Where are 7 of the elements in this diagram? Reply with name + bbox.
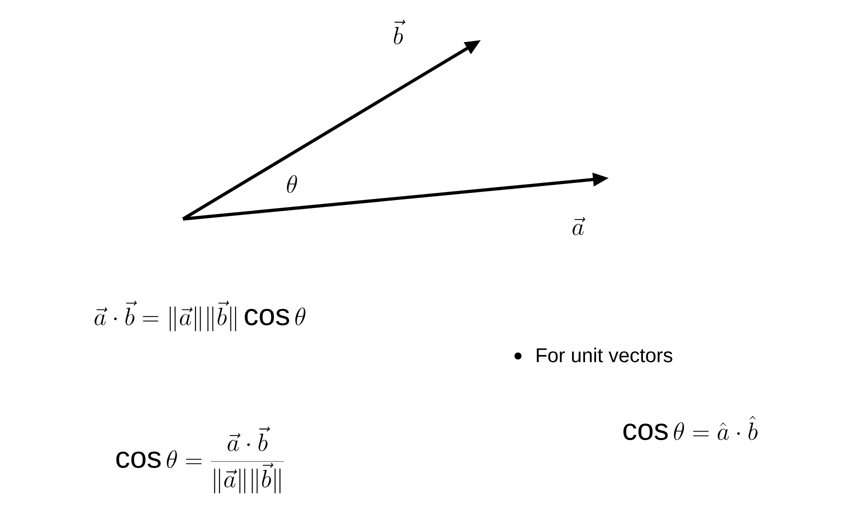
vector-label: $\vec{b}$ bbox=[394, 20, 406, 44]
formula: $\cos\theta=\frac{\vec{a}\cdot\vec{b}}{\|\vec{a}\|\|\vec{b}\|}$ bbox=[116, 426, 284, 494]
formula: $\cos\theta=\hat{a}\cdot\hat{b}$ bbox=[623, 416, 758, 440]
formula: $\vec{a}\cdot\vec{b}=\|\vec{a}\|\|\vec{b}\|\cos\theta$ bbox=[94, 300, 306, 332]
vector-label: $\vec{a}$ bbox=[572, 217, 586, 236]
angle-label: $\theta$ bbox=[286, 175, 298, 193]
note-text: For unit vectors bbox=[536, 348, 672, 362]
